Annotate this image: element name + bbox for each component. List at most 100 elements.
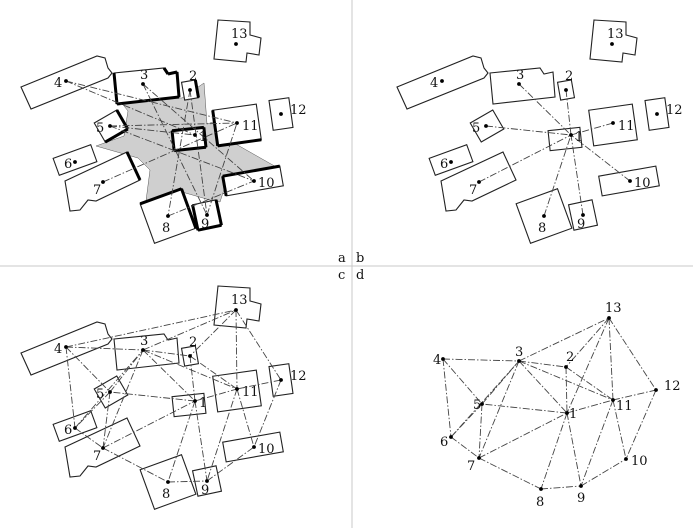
c-building-13 bbox=[213, 285, 262, 329]
a-link-4-11 bbox=[65, 80, 238, 124]
c-node-label-9: 9 bbox=[201, 483, 209, 498]
panel-label-a: a bbox=[338, 251, 346, 266]
c-node-label-13: 13 bbox=[231, 293, 248, 308]
c-node-2 bbox=[188, 354, 192, 358]
a-link-3-10 bbox=[142, 83, 255, 182]
b-node-label-1: 1 bbox=[575, 130, 583, 145]
a-node-10 bbox=[252, 179, 256, 183]
d-node-2 bbox=[564, 365, 568, 369]
c-node-label-12: 12 bbox=[290, 369, 307, 384]
b-building-13 bbox=[589, 19, 638, 63]
d-link-13-2 bbox=[565, 317, 610, 368]
c-node-13 bbox=[234, 308, 238, 312]
d-link-3-7 bbox=[478, 360, 520, 459]
b-link-9-1 bbox=[570, 134, 584, 216]
a-bold-facade-11-1 bbox=[217, 138, 262, 148]
d-link-2-11 bbox=[565, 366, 614, 401]
a-node-5 bbox=[108, 124, 112, 128]
b-link-11-1 bbox=[570, 122, 614, 136]
c-link-4-6 bbox=[65, 346, 76, 429]
a-node-11 bbox=[235, 121, 239, 125]
c-node-5 bbox=[108, 390, 112, 394]
b-node-5 bbox=[484, 124, 488, 128]
d-link-9-10 bbox=[580, 458, 627, 487]
a-node-6 bbox=[73, 160, 77, 164]
b-node-label-2: 2 bbox=[565, 69, 573, 84]
b-node-7 bbox=[477, 180, 481, 184]
a-node-label-9: 9 bbox=[201, 217, 209, 232]
panel-label-d: d bbox=[356, 268, 364, 283]
a-bold-facade-8-0 bbox=[139, 187, 183, 206]
b-node-label-4: 4 bbox=[430, 76, 438, 91]
c-node-1 bbox=[193, 399, 197, 403]
b-building-1 bbox=[547, 126, 583, 152]
a-link-5-10 bbox=[109, 125, 255, 182]
c-link-7-1 bbox=[102, 400, 196, 449]
a-bold-facade-2-0 bbox=[193, 79, 200, 98]
c-link-4-5 bbox=[65, 346, 111, 393]
c-node-label-10: 10 bbox=[258, 442, 275, 457]
d-node-5 bbox=[480, 402, 484, 406]
c-node-11 bbox=[235, 387, 239, 391]
a-node-13 bbox=[234, 42, 238, 46]
a-building-13 bbox=[213, 19, 262, 63]
d-link-3-13 bbox=[518, 317, 610, 362]
a-link-2-9 bbox=[189, 89, 208, 216]
d-node-label-2: 2 bbox=[566, 350, 574, 365]
d-link-13-12 bbox=[608, 317, 657, 391]
a-bold-facade-3-3 bbox=[175, 71, 181, 98]
b-node-4 bbox=[440, 79, 444, 83]
d-node-1 bbox=[565, 411, 569, 415]
b-node-label-10: 10 bbox=[634, 176, 651, 191]
c-link-13-12 bbox=[235, 309, 282, 381]
b-node-label-7: 7 bbox=[469, 183, 477, 198]
c-link-5-6 bbox=[74, 391, 111, 429]
d-node-label-4: 4 bbox=[433, 353, 441, 368]
d-node-label-3: 3 bbox=[515, 345, 523, 360]
c-node-label-1: 1 bbox=[199, 396, 207, 411]
c-link-1-11 bbox=[194, 388, 238, 402]
a-node-label-3: 3 bbox=[140, 68, 148, 83]
d-node-6 bbox=[449, 435, 453, 439]
c-building-3 bbox=[113, 333, 180, 371]
b-link-5-1 bbox=[485, 125, 572, 136]
b-node-10 bbox=[628, 179, 632, 183]
d-link-7-8 bbox=[478, 457, 542, 490]
b-building-3 bbox=[489, 67, 556, 105]
d-link-3-2 bbox=[518, 360, 567, 368]
c-node-label-11: 11 bbox=[242, 385, 259, 400]
d-link-11-10 bbox=[612, 399, 627, 460]
c-link-3-2 bbox=[142, 349, 191, 357]
panel-label-c: c bbox=[338, 268, 345, 283]
c-node-label-6: 6 bbox=[64, 423, 72, 438]
a-link-9-11 bbox=[206, 122, 238, 216]
panel-label-b: b bbox=[356, 251, 364, 266]
c-link-2-1 bbox=[189, 355, 196, 402]
c-link-3-11 bbox=[142, 349, 238, 390]
a-bold-facade-7-0 bbox=[125, 151, 142, 181]
c-link-5-7 bbox=[102, 391, 111, 449]
a-node-3 bbox=[141, 82, 145, 86]
a-bold-facade-3-1 bbox=[162, 67, 170, 75]
a-link-5-11 bbox=[109, 122, 238, 127]
b-node-9 bbox=[581, 213, 585, 217]
d-link-13-1 bbox=[566, 317, 610, 414]
d-node-label-9: 9 bbox=[577, 491, 585, 506]
a-node-label-10: 10 bbox=[258, 176, 275, 191]
b-node-11 bbox=[611, 121, 615, 125]
b-node-label-3: 3 bbox=[516, 68, 524, 83]
c-node-label-5: 5 bbox=[96, 387, 104, 402]
a-bold-facade-8-1 bbox=[180, 188, 198, 229]
a-bold-facade-9-2 bbox=[191, 204, 200, 231]
c-node-label-7: 7 bbox=[93, 449, 101, 464]
c-link-5-3 bbox=[109, 349, 144, 393]
b-node-label-6: 6 bbox=[440, 157, 448, 172]
d-node-label-1: 1 bbox=[569, 407, 577, 422]
c-node-label-2: 2 bbox=[189, 335, 197, 350]
d-node-label-5: 5 bbox=[473, 398, 481, 413]
c-node-7 bbox=[101, 446, 105, 450]
a-bold-facade-1-3 bbox=[170, 130, 176, 151]
d-node-label-13: 13 bbox=[605, 301, 622, 316]
